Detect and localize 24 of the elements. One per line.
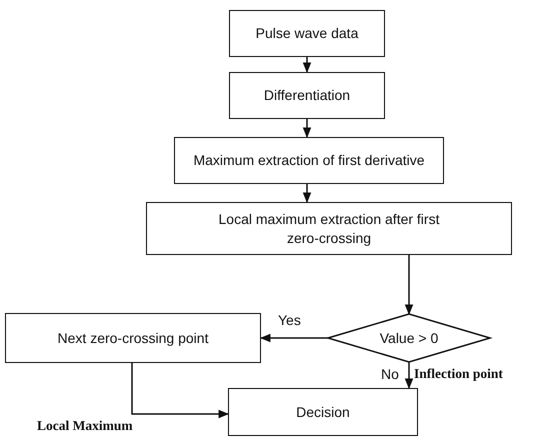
node-text: Next zero-crossing point <box>58 328 208 348</box>
node-text: Decision <box>296 402 350 422</box>
arrow <box>260 334 328 342</box>
process-box <box>5 313 261 363</box>
process-box <box>228 388 418 436</box>
arrow <box>302 119 312 138</box>
arrow <box>302 57 312 74</box>
edge-label: Yes <box>278 312 301 328</box>
arrow <box>131 363 230 418</box>
annotation-text: Local Maximum <box>37 418 133 434</box>
process-box <box>229 10 385 57</box>
process-box <box>146 202 512 255</box>
process-box <box>229 72 385 119</box>
arrow <box>302 184 312 204</box>
process-box <box>174 137 444 184</box>
annotation-text: Inflection point <box>414 366 503 382</box>
node-text: Differentiation <box>264 86 350 105</box>
arrow <box>404 255 414 316</box>
edge-label: No <box>381 366 399 382</box>
node-text: Pulse wave data <box>256 24 358 43</box>
node-text: Value > 0 <box>380 328 438 348</box>
node-text: Maximum extraction of first derivative <box>193 151 425 170</box>
node-text: Local maximum extraction after first zero-crossing <box>218 210 440 248</box>
arrow <box>404 362 414 390</box>
